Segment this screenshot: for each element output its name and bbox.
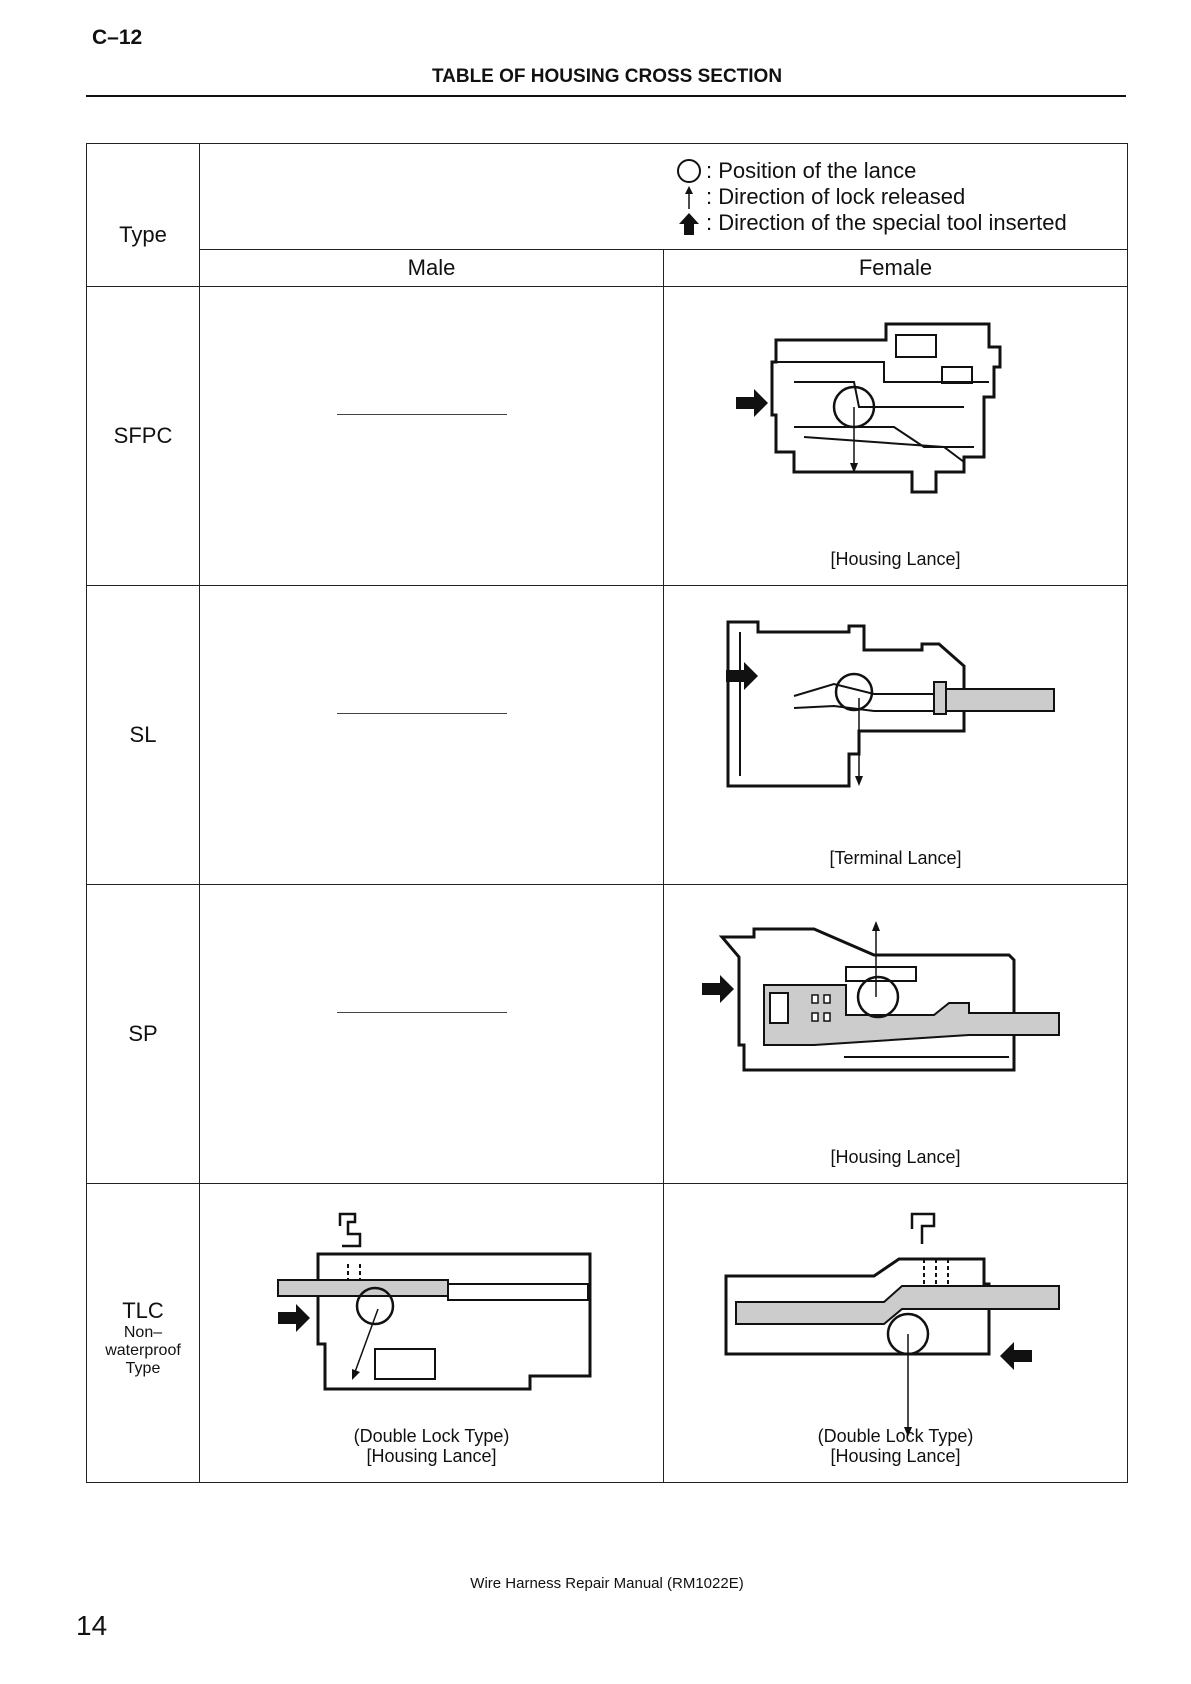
female-column-label: Female bbox=[663, 249, 1128, 287]
male-cell-sl bbox=[199, 585, 664, 885]
tlc-male-diagram bbox=[277, 1212, 592, 1391]
legend-item-position: : Position of the lance bbox=[674, 158, 1067, 184]
tlc-female-diagram bbox=[724, 1212, 1060, 1437]
caption-tlc-female-2: [Housing Lance] bbox=[830, 1446, 961, 1466]
title-rule bbox=[86, 95, 1126, 97]
type-heading: Type bbox=[86, 143, 200, 287]
caption-tlc-female-1: (Double Lock Type) bbox=[817, 1426, 974, 1446]
legend: : Position of the lance : Direction of l… bbox=[674, 158, 1067, 236]
row-type-sl: SL bbox=[86, 585, 200, 885]
legend-text-lock-released: : Direction of lock released bbox=[706, 184, 966, 209]
male-cell-tlc: (Double Lock Type) [Housing Lance] bbox=[199, 1183, 664, 1483]
legend-cell: : Position of the lance : Direction of l… bbox=[199, 143, 1128, 250]
legend-text-tool-inserted: : Direction of the special tool inserted bbox=[706, 210, 1067, 235]
not-applicable-dash bbox=[337, 1012, 507, 1013]
female-cell-sfpc: [Housing Lance] bbox=[663, 286, 1128, 586]
caption-sl-female: [Terminal Lance] bbox=[829, 848, 962, 868]
thin-arrow-up-icon bbox=[674, 184, 704, 210]
male-cell-sfpc bbox=[199, 286, 664, 586]
sp-female-diagram bbox=[702, 921, 1060, 1072]
caption-sp-female: [Housing Lance] bbox=[830, 1147, 961, 1167]
row-type-tlc-name: TLC bbox=[122, 1298, 164, 1323]
legend-item-tool-inserted: : Direction of the special tool inserted bbox=[674, 210, 1067, 236]
tlc-type-block: TLC Non– waterproof Type bbox=[87, 1184, 199, 1482]
male-cell-sp bbox=[199, 884, 664, 1184]
row-type-sp: SP bbox=[86, 884, 200, 1184]
female-cell-sp: [Housing Lance] bbox=[663, 884, 1128, 1184]
caption-tlc-male-2: [Housing Lance] bbox=[366, 1446, 497, 1466]
housing-table: Type : Position of the lance : Direction… bbox=[86, 143, 1128, 1483]
caption-sfpc-female: [Housing Lance] bbox=[830, 549, 961, 569]
page-title: TABLE OF HOUSING CROSS SECTION bbox=[431, 66, 783, 87]
not-applicable-dash bbox=[337, 414, 507, 415]
legend-text-position: : Position of the lance bbox=[706, 158, 917, 183]
male-column-label: Male bbox=[199, 249, 664, 287]
sfpc-female-diagram bbox=[736, 322, 1002, 494]
footer-manual-title: Wire Harness Repair Manual (RM1022E) bbox=[470, 1575, 744, 1592]
bold-arrow-up-icon bbox=[674, 210, 704, 236]
page-code: C–12 bbox=[92, 26, 143, 49]
legend-item-lock-released: : Direction of lock released bbox=[674, 184, 1067, 210]
sl-female-diagram bbox=[726, 620, 1055, 788]
row-type-tlc-subtype: Non– waterproof Type bbox=[105, 1324, 181, 1377]
row-type-tlc: TLC Non– waterproof Type bbox=[86, 1183, 200, 1483]
female-cell-sl: [Terminal Lance] bbox=[663, 585, 1128, 885]
not-applicable-dash bbox=[337, 713, 507, 714]
row-type-sfpc: SFPC bbox=[86, 286, 200, 586]
page-number: 14 bbox=[76, 1610, 108, 1641]
caption-tlc-male-1: (Double Lock Type) bbox=[353, 1426, 510, 1446]
female-cell-tlc: (Double Lock Type) [Housing Lance] bbox=[663, 1183, 1128, 1483]
circle-icon bbox=[674, 158, 704, 184]
